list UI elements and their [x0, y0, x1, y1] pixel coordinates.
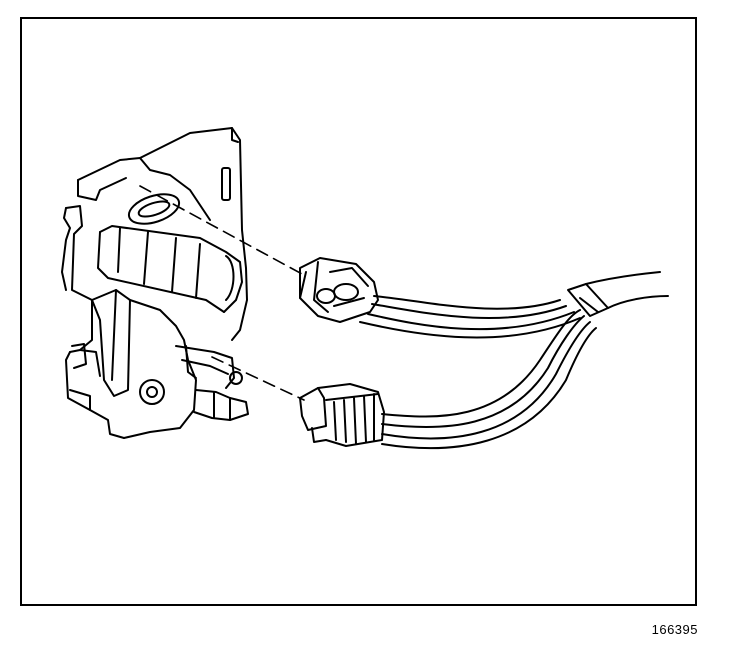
actuator-module — [61, 127, 249, 439]
illustration-frame — [20, 17, 697, 606]
alignment-guides — [139, 185, 305, 401]
figure-number: 166395 — [651, 622, 698, 637]
two-wire-connector — [299, 257, 379, 323]
four-wire-connector — [299, 383, 385, 447]
wiring-harness — [359, 271, 669, 450]
